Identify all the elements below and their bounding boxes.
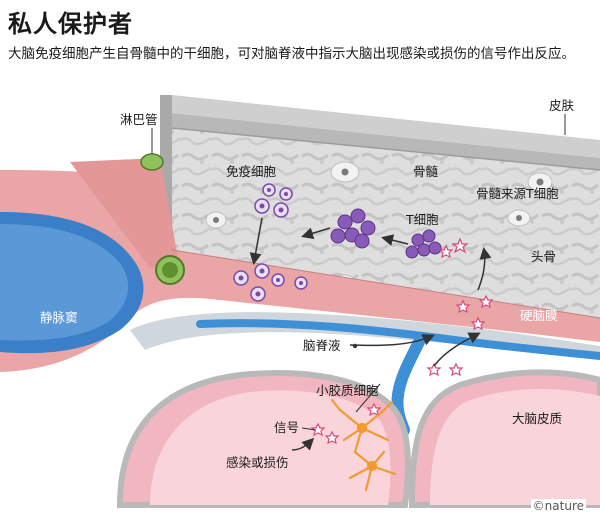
t-cell-clusters [330,208,442,259]
immune-cells-label: 免疫细胞 [226,164,277,179]
page-title: 私人保护者 [8,10,133,38]
infection-label: 感染或损伤 [226,455,289,470]
flow-arrows [249,217,492,451]
leader-lines [151,114,566,431]
signal-stars [310,237,494,445]
page-subtitle: 大脑免疫细胞产生自骨髓中的干细胞，可对脑脊液中指示大脑出现感染或损伤的信号作出反… [8,46,575,62]
marrow-label: 骨髓 [413,164,439,179]
microglia-label: 小胶质细胞 [316,383,379,398]
t-cell-label: T细胞 [405,212,439,227]
skull-label: 头骨 [531,249,556,264]
dura-mater [0,158,600,372]
nature-credit: ©nature [530,499,586,513]
dura-label: 硬脑膜 [520,308,558,323]
sinus-label: 静脉窦 [40,310,78,325]
brain-cortex [116,369,600,508]
lymphatic-label: 淋巴管 [120,112,158,127]
skin-label: 皮肤 [549,98,575,113]
signal-label: 信号 [274,420,299,435]
csf-label: 脑脊液 [303,338,341,353]
lymphatic-vessel [140,153,185,285]
venous-sinus: 静脉窦 [0,212,144,354]
marrow-t-label: 骨髓来源T细胞 [476,186,559,201]
cortex-label: 大脑皮质 [512,411,562,426]
microglia-cell [330,398,397,492]
